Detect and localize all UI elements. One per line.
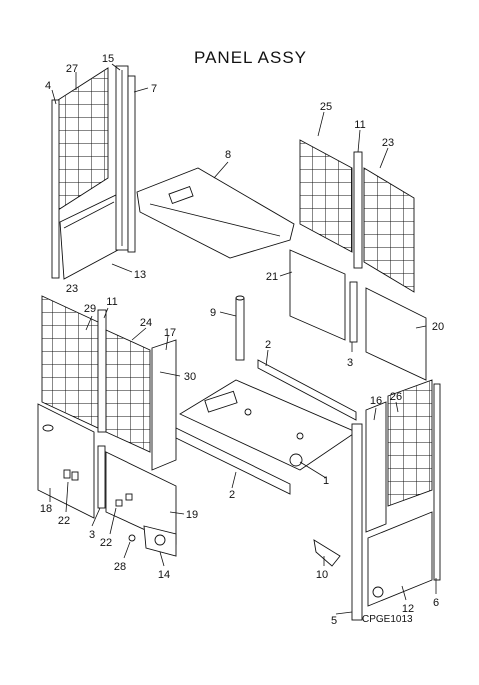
diagram-title: PANEL ASSY [194, 48, 307, 67]
part-9-pipe [235, 295, 245, 361]
callout-17: 17 [164, 327, 176, 339]
part-4-post-upper-left [51, 99, 60, 279]
part-1-base-tray [179, 379, 357, 471]
callout-4: 4 [45, 80, 51, 92]
part-7-rail-upper [127, 75, 136, 253]
part-20-panel [365, 287, 427, 381]
part-11-post-lower-left [97, 309, 107, 433]
part-27-mesh-upper-left [57, 67, 109, 211]
part-24-mesh-lower [105, 329, 151, 453]
callout-12: 12 [402, 603, 414, 615]
part-28-fastener [128, 534, 136, 542]
callout-22-lower: 22 [100, 537, 112, 549]
callout-26: 26 [390, 391, 402, 403]
callout-3-right: 3 [347, 357, 353, 369]
part-5-post-right [351, 423, 363, 621]
callout-3-lower: 3 [89, 529, 95, 541]
callout-25: 25 [320, 101, 332, 113]
part-14-bracket [143, 525, 177, 557]
callout-1: 1 [323, 475, 329, 487]
part-15-frame-upper [115, 65, 129, 251]
callout-10: 10 [316, 569, 328, 581]
callout-9: 9 [210, 307, 216, 319]
part-6-post-far-right [433, 383, 441, 581]
part-25-mesh-upper-right [299, 139, 353, 253]
part-21-panel [289, 249, 346, 341]
part-18-panel-lower-left [37, 403, 95, 519]
part-8-top-plate [136, 167, 295, 259]
callout-6: 6 [433, 597, 439, 609]
part-12-panel-lower-right [367, 511, 433, 607]
callout-16: 16 [370, 395, 382, 407]
callout-18: 18 [40, 503, 52, 515]
callout-24: 24 [140, 317, 152, 329]
callout-19: 19 [186, 509, 198, 521]
callout-7: 7 [151, 83, 157, 95]
callout-23-upper: 23 [382, 137, 394, 149]
callout-20: 20 [432, 321, 444, 333]
callout-labels: 1 2 2 3 3 4 5 6 7 8 9 10 11 11 12 13 14 … [40, 53, 444, 627]
callout-2-front: 2 [229, 489, 235, 501]
callout-21: 21 [266, 271, 278, 283]
callout-11-upper: 11 [354, 119, 365, 131]
callout-13: 13 [134, 269, 146, 281]
callout-29: 29 [84, 303, 96, 315]
part-23-mesh-lower-left [41, 295, 99, 429]
leader-lines [49, 63, 437, 615]
part-23-mesh-upper-right [363, 167, 415, 293]
callout-2-rear: 2 [265, 339, 271, 351]
callout-30: 30 [184, 371, 196, 383]
callout-5: 5 [331, 615, 337, 627]
part-19-panel-lower [105, 451, 177, 545]
callout-28: 28 [114, 561, 126, 573]
part-3-post-lower [97, 445, 106, 509]
drawing-code: CPGE1013 [362, 614, 413, 625]
callout-14: 14 [158, 569, 170, 581]
callout-11-lower: 11 [106, 296, 117, 308]
callout-22-left: 22 [58, 515, 70, 527]
callout-27: 27 [66, 63, 78, 75]
part-11-post-upper-right [353, 151, 363, 269]
part-26-mesh-lower-right [387, 379, 433, 507]
part-2-front-rail [175, 427, 291, 495]
part-17-side-panel [151, 339, 177, 471]
callout-15: 15 [102, 53, 114, 65]
part-13-panel-upper-left [59, 194, 119, 280]
part-16-panel [365, 401, 387, 533]
callout-8: 8 [225, 149, 231, 161]
part-3-post-mid-right [349, 281, 358, 343]
part-10-bracket [313, 539, 341, 567]
callout-23-lower: 23 [66, 283, 78, 295]
part-2-rear-rail [257, 359, 357, 421]
